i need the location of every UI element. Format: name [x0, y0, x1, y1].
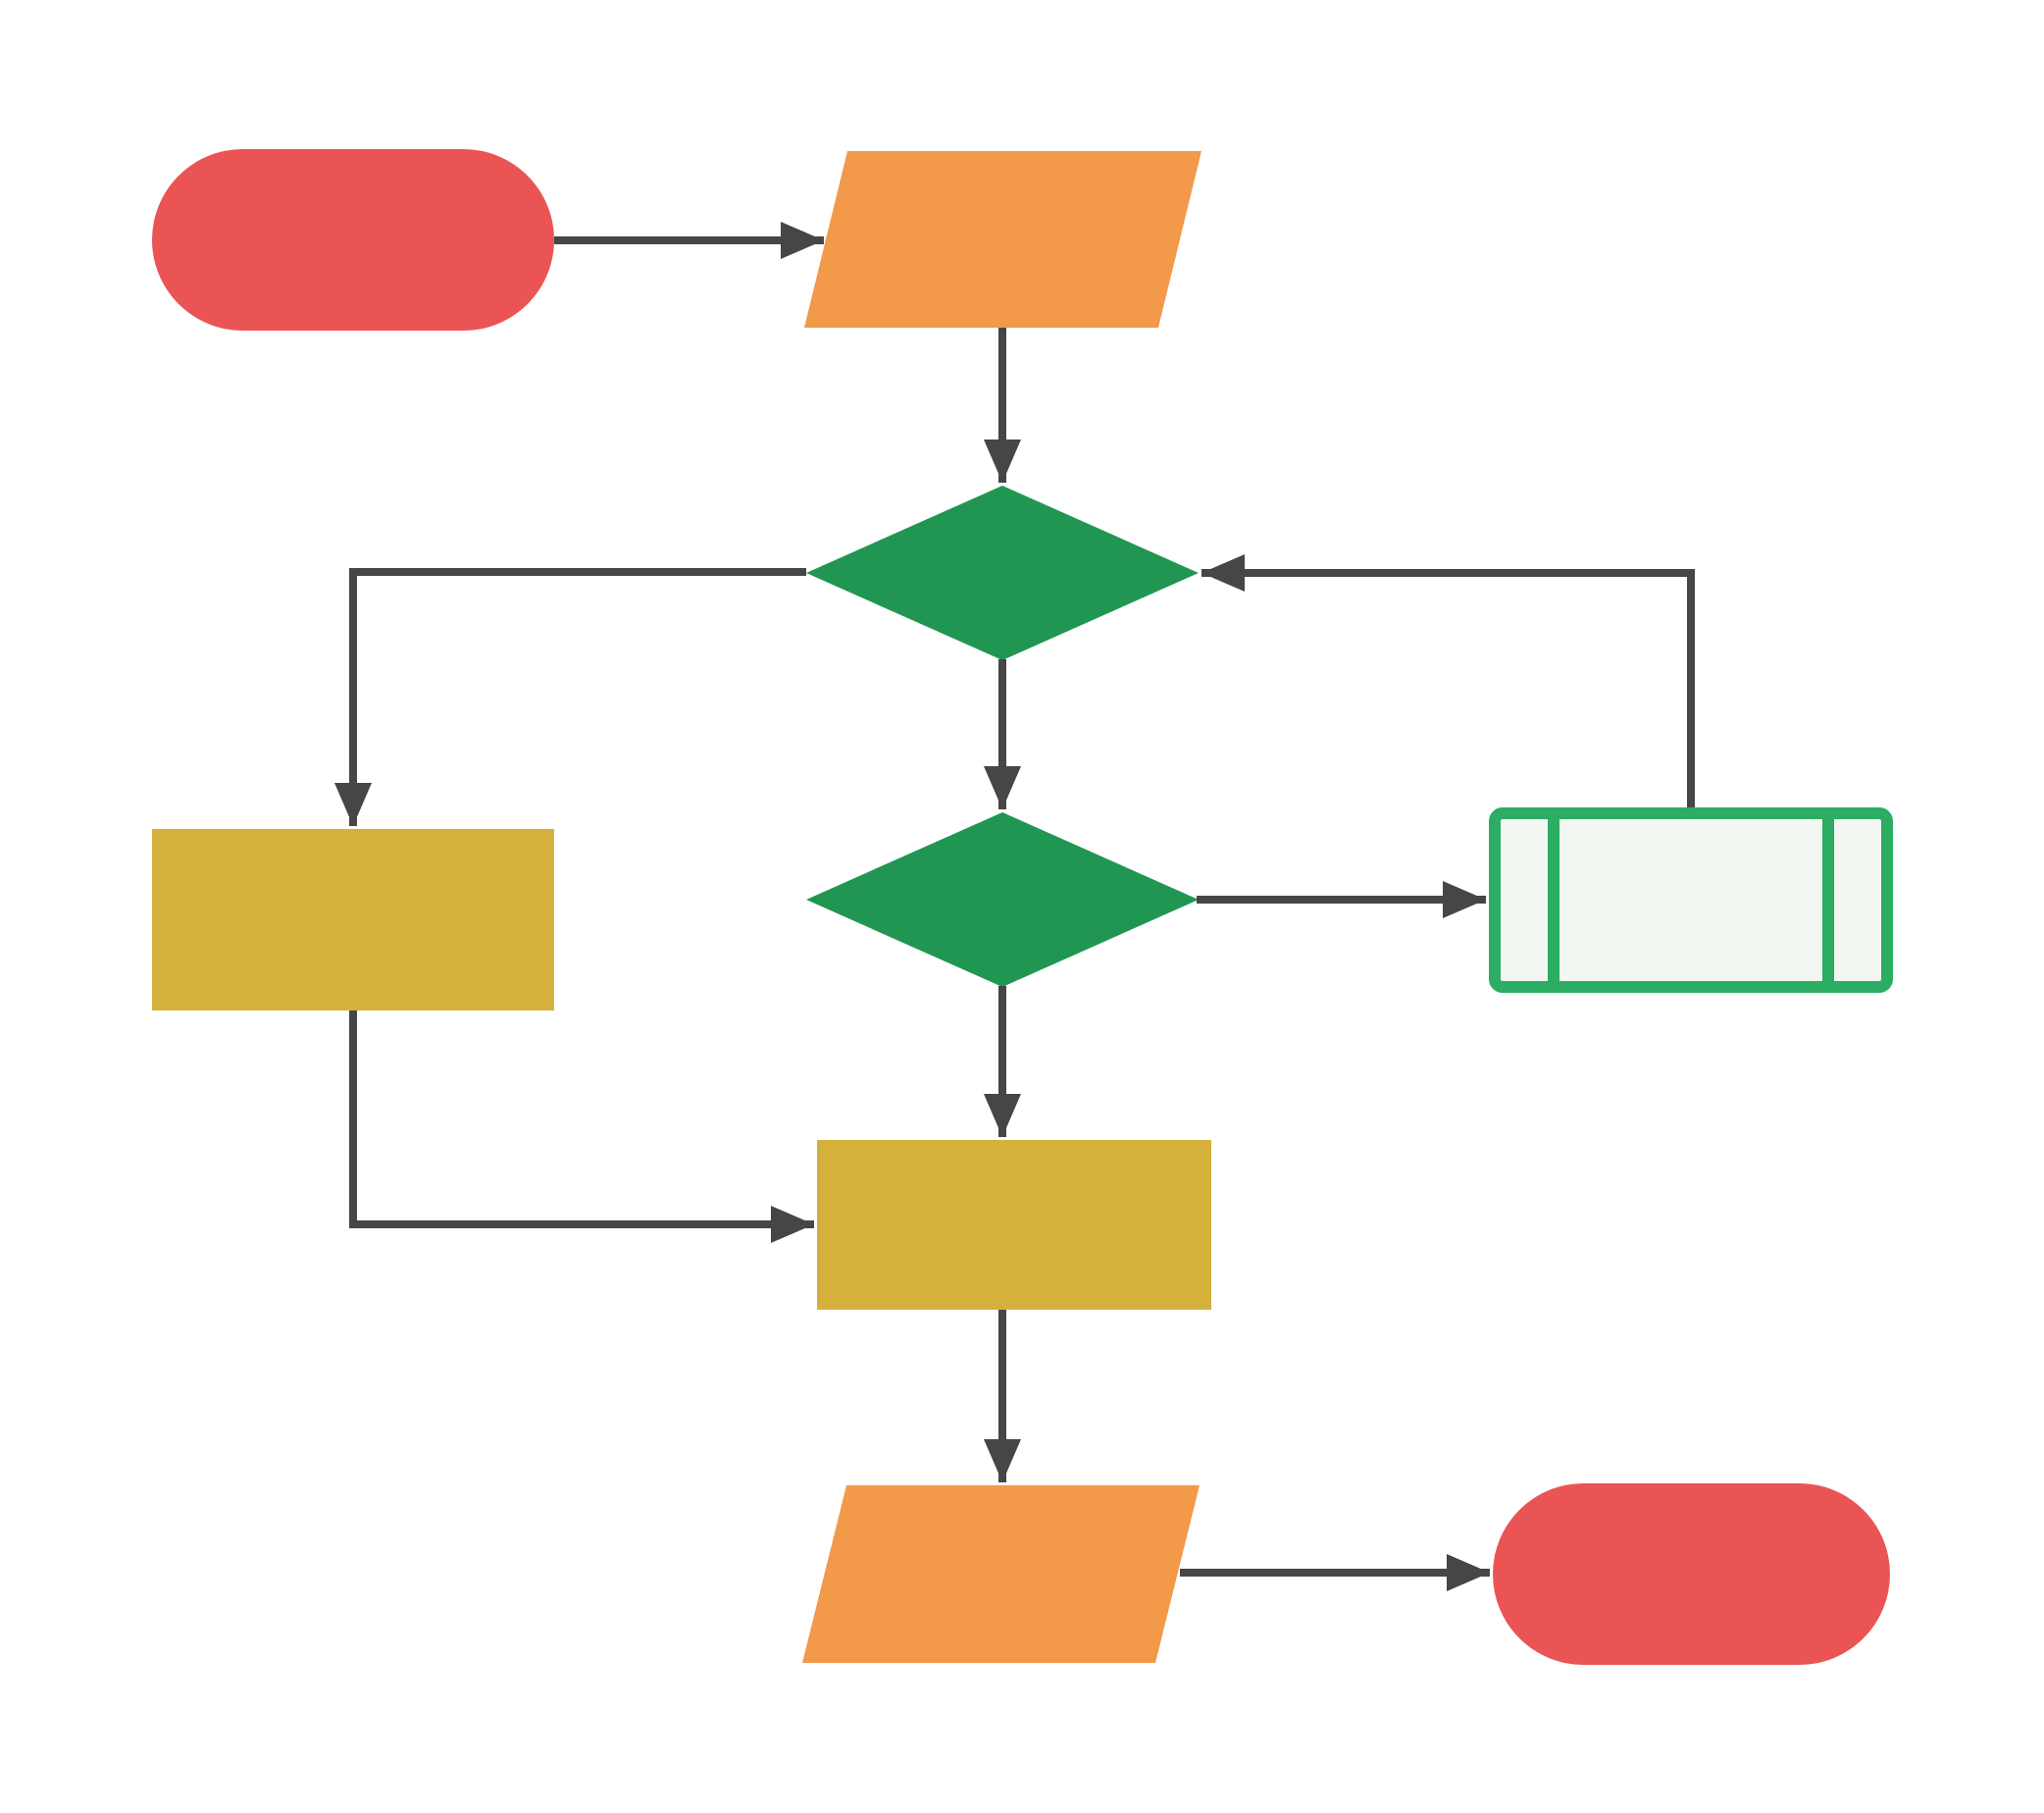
edge-process-left-to-process-bottom: [349, 1010, 814, 1243]
predefined-process-outline: [1489, 807, 1893, 993]
terminator-start: [152, 149, 554, 331]
terminator-end: [1493, 1483, 1890, 1665]
decision-diamond-2: [806, 812, 1199, 987]
process-rect-left: [152, 829, 554, 1010]
decision-diamond-1: [806, 486, 1199, 660]
edge-decision-1-to-process-left: [334, 568, 806, 826]
predefined-process-box: [1489, 807, 1893, 993]
process-rect-bottom: [817, 1140, 1211, 1310]
io-parallelogram-top: [804, 151, 1201, 328]
edge-predefined-to-decision-1: [1201, 554, 1695, 807]
io-parallelogram-bottom: [802, 1485, 1200, 1663]
